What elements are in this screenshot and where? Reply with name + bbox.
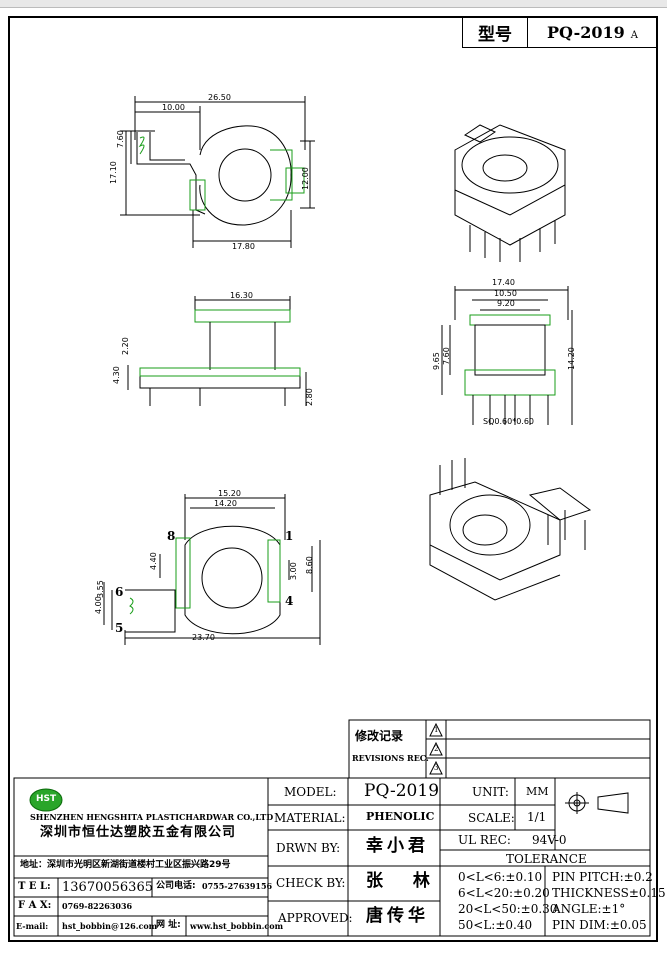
revision-mark-2: 2 [434, 745, 439, 753]
scale-value: 1/1 [527, 810, 547, 824]
pin-pitch: PIN PITCH:±0.2 [552, 870, 653, 884]
dim-side-base: 4.30 [112, 366, 121, 384]
revision-mark-3: 3 [434, 764, 439, 772]
dim-top-pin-height: 7.60 [116, 130, 125, 148]
front-view [441, 286, 573, 425]
dim-top-bottom: 17.80 [232, 242, 255, 251]
check-value: 张 林 [366, 871, 442, 891]
revision-letter: A [630, 29, 638, 41]
drawn-label: DRWN BY: [276, 841, 341, 855]
ul-value: 94V-0 [532, 833, 567, 847]
company-name-en: SHENZHEN HENGSHITA PLASTICHARDWAR CO.,LT… [30, 812, 274, 822]
dim-bottom-left: 4.40 [149, 552, 158, 570]
pin-label-8: 8 [167, 529, 176, 543]
tol-2: 6<L<20:±0.20 [458, 886, 550, 900]
dim-bottom-pin-gap: 3.00 [289, 562, 298, 580]
side-view [127, 296, 307, 406]
pin-label-1: 1 [285, 529, 294, 543]
dim-side-flange: 2.20 [121, 337, 130, 355]
approved-label: APPROVED: [278, 911, 353, 925]
material-value: PHENOLIC [366, 810, 435, 823]
pin-dim: PIN DIM:±0.05 [552, 918, 647, 932]
web-value: www.hst_bobbin.com [190, 921, 284, 931]
web-label: 网 址: [156, 920, 181, 930]
tel-label: T E L: [18, 881, 51, 892]
revisions-label-cn: 修改记录 [355, 729, 404, 743]
company-name-cn: 深圳市恒仕达塑胶五金有限公司 [40, 825, 237, 840]
unit-label: UNIT: [472, 785, 509, 799]
model-label: MODEL: [284, 785, 337, 799]
dim-side-pin: 2.80 [305, 388, 314, 406]
window-top-bar [0, 0, 667, 8]
tol-3: 20<L<50:±0.30 [458, 902, 558, 916]
dim-top-overall: 26.50 [208, 93, 231, 102]
thickness: THICKNESS±0.15 [552, 886, 666, 900]
dim-top-right: 12.00 [301, 167, 310, 190]
fax-label: F A X: [18, 900, 52, 911]
pin-label-5: 5 [115, 621, 124, 635]
tol-1: 0<L<6:±0.10 [458, 870, 543, 884]
pin-label-4: 4 [285, 594, 294, 608]
dim-front-overall: 17.40 [492, 278, 515, 287]
company-address: 地址：深圳市光明区新湖街道楼村工业区振兴路29号 [20, 860, 231, 870]
dim-bottom-outer: 15.20 [218, 489, 241, 498]
dim-front-pin-size: SQ0.60*0.60 [483, 417, 534, 426]
email-label: E-mail: [16, 921, 49, 931]
dim-front-inner: 9.20 [497, 299, 515, 308]
dim-bottom-right: 8.60 [305, 556, 314, 574]
dim-bottom-inner: 14.20 [214, 499, 237, 508]
pin-label-6: 6 [115, 585, 124, 599]
material-label: MATERIAL: [274, 811, 346, 825]
model-value: PQ-2019 [364, 781, 440, 801]
dim-front-mid: 10.50 [494, 289, 517, 298]
top-view [120, 96, 315, 248]
dim-side-width: 16.30 [230, 291, 253, 300]
revisions-label-en: REVISIONS REC. [352, 753, 429, 763]
revision-mark-1: 1 [434, 726, 439, 734]
dim-top-offset: 10.00 [162, 103, 185, 112]
approved-value: 唐传华 [366, 906, 429, 926]
bottom-view [103, 494, 321, 645]
check-label: CHECK BY: [276, 876, 346, 890]
drawn-value: 幸小君 [366, 836, 429, 856]
company-tel-label: 公司电话: [156, 881, 196, 891]
unit-value: MM [526, 785, 549, 798]
dim-bottom-pin-left-2: 4.00 [94, 596, 103, 614]
dim-front-core: 7.60 [442, 347, 451, 365]
isometric-view-bottom [429, 458, 592, 601]
dim-front-height: 9.65 [432, 352, 441, 370]
title-block-lines [13, 777, 651, 937]
dim-top-height: 17.10 [109, 161, 118, 184]
part-number-box: PQ-2019 A [527, 16, 658, 48]
dim-bottom-overall: 23.70 [192, 633, 215, 642]
revision-table-lines [348, 719, 651, 779]
drawing-sheet [8, 16, 658, 942]
tol-4: 50<L:±0.40 [458, 918, 533, 932]
tel-value: 13670056365 [62, 880, 153, 895]
tolerance-label: TOLERANCE [506, 852, 587, 866]
email-value: hst_bobbin@126.com [62, 921, 158, 931]
company-logo: HST [36, 794, 57, 804]
part-number: PQ-2019 [547, 22, 625, 42]
dim-front-total: 14.20 [567, 347, 576, 370]
company-tel-value: 0755-27639156 [202, 881, 273, 891]
isometric-view-top [454, 124, 566, 262]
ul-label: UL REC: [458, 833, 511, 847]
angle: ANGLE:±1° [552, 902, 626, 916]
scale-label: SCALE: [468, 811, 515, 825]
fax-value: 0769-82263036 [62, 901, 133, 911]
